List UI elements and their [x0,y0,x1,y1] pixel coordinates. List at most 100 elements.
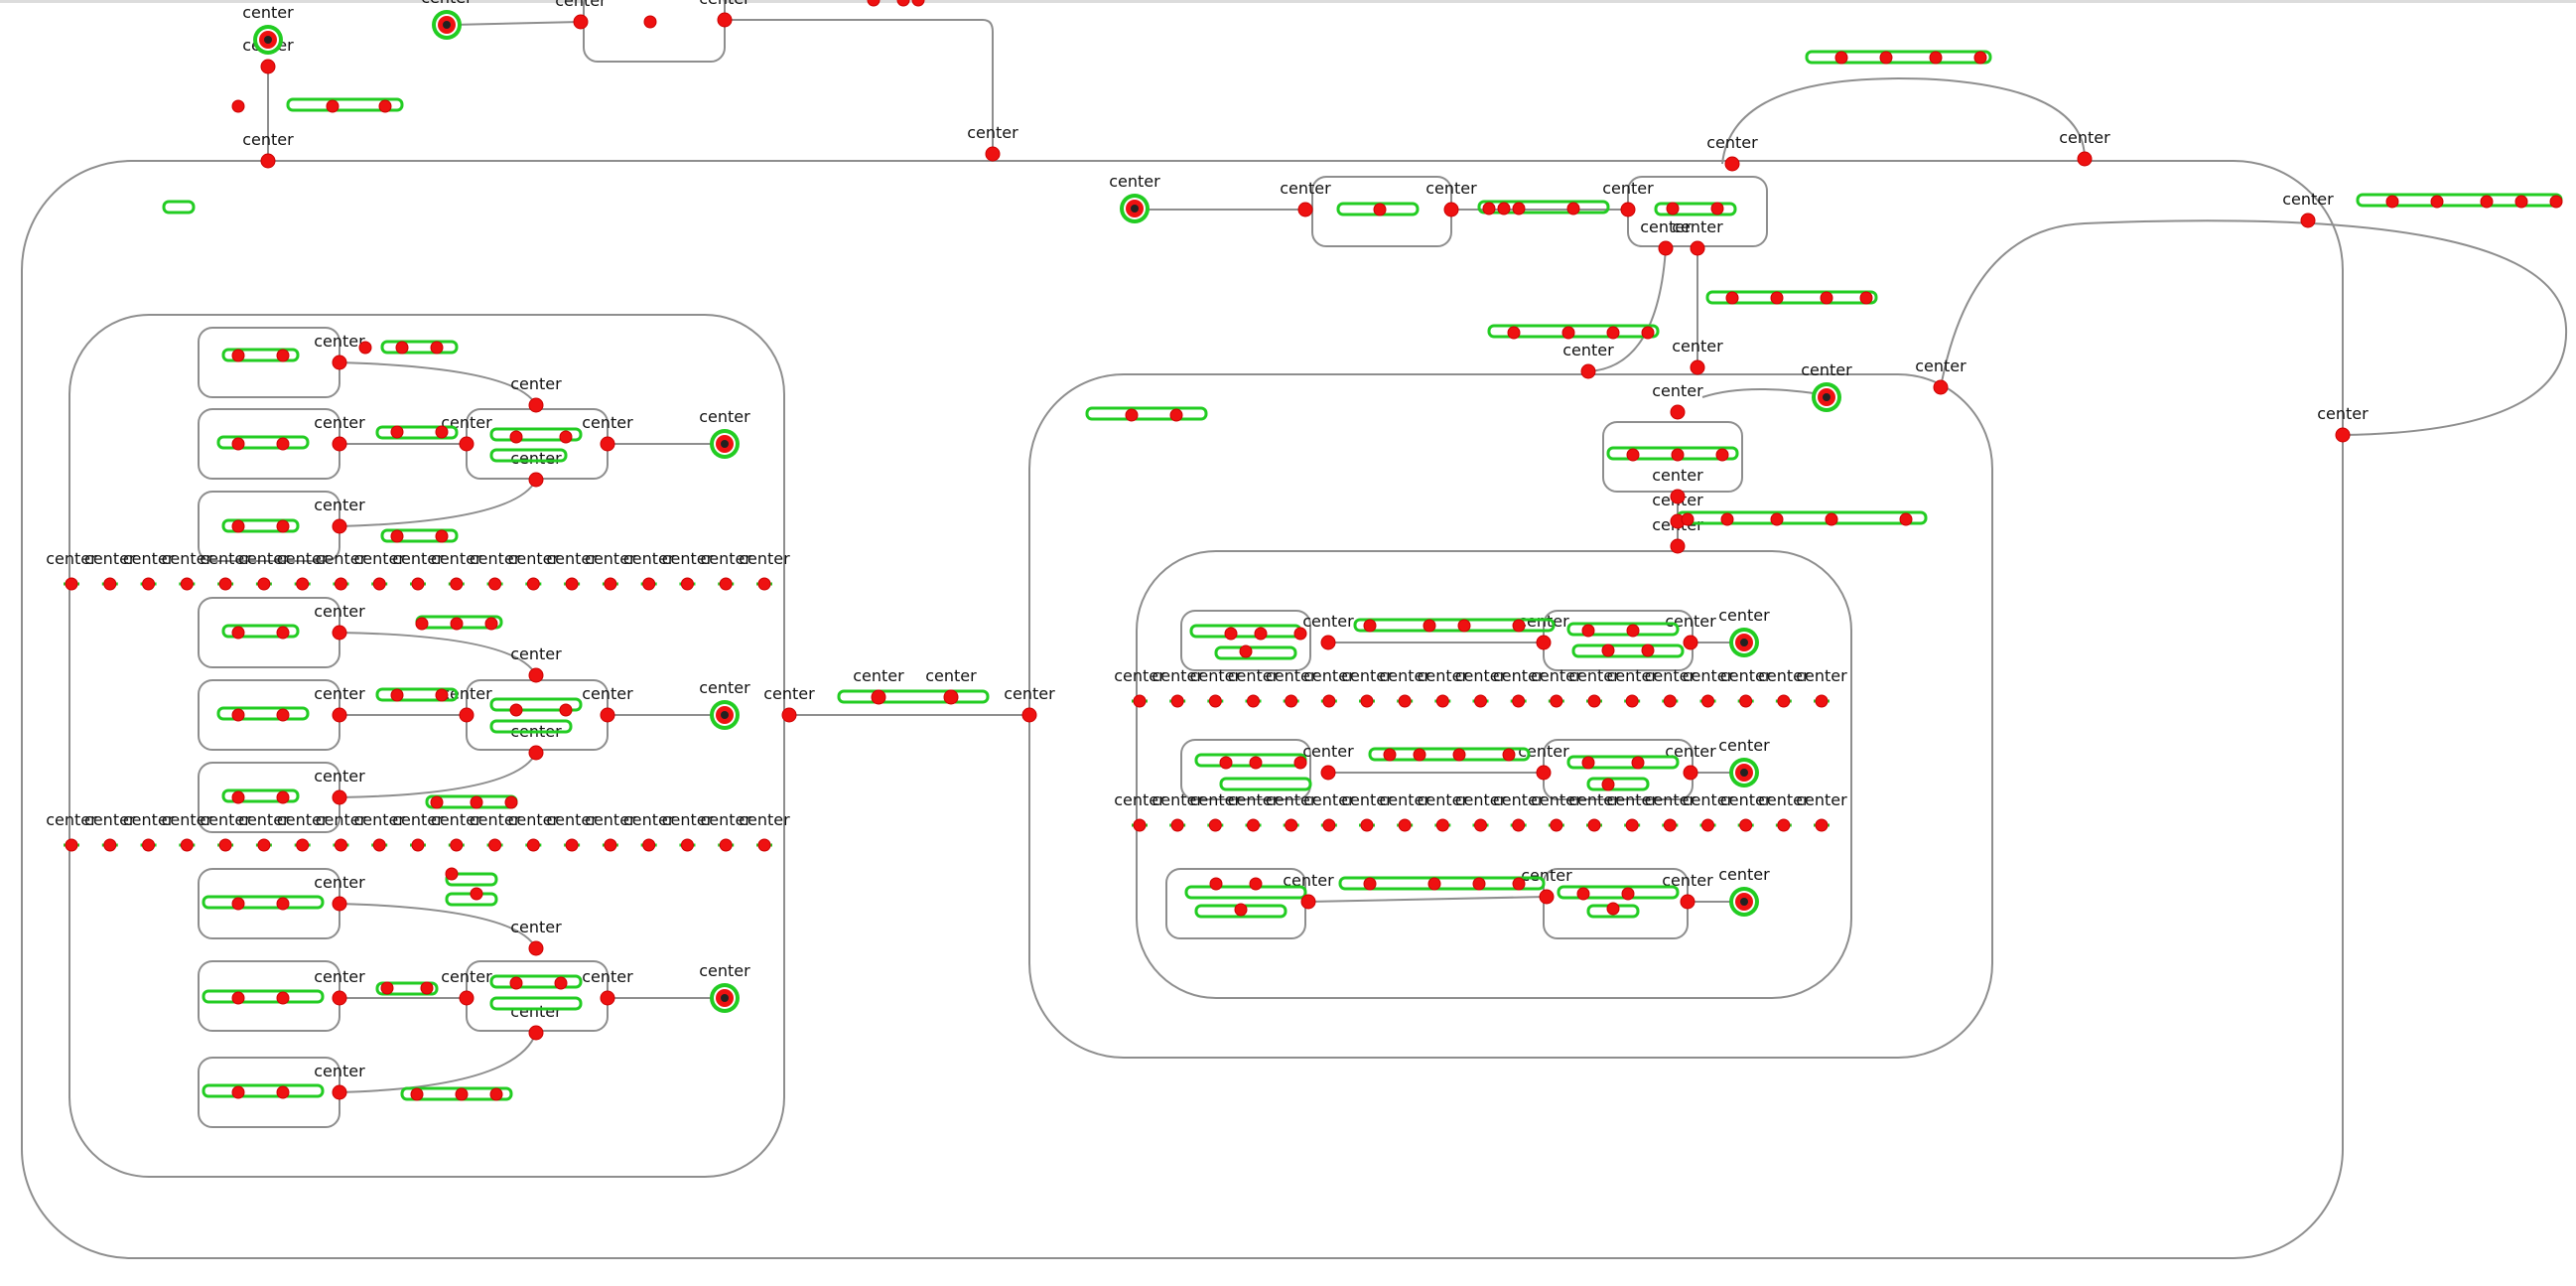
red-pin-icon [1512,818,1526,832]
point-label: center [277,810,329,829]
red-pin-icon [1297,202,1313,217]
point-label: center [162,549,213,568]
red-pin-icon [1879,51,1893,65]
point-label: center [1915,357,1966,375]
point-label: center [1562,341,1614,359]
red-pin-icon [1512,694,1526,708]
point-label: center [84,810,136,829]
red-pin-icon [1658,240,1674,256]
red-pin-icon [528,1025,544,1041]
red-pin-icon [1133,818,1147,832]
red-pin-icon [1363,877,1377,891]
point-label: center [510,1002,562,1021]
point-label: center [1302,742,1354,761]
point-label: center [1706,133,1758,152]
red-pin-icon [719,838,733,852]
final-state-icon [253,25,283,55]
red-pin-icon [1224,627,1238,641]
left-region [68,314,785,1178]
label-blob [1214,645,1297,660]
transition-edge [725,19,994,154]
point-label: center [1228,790,1280,809]
red-pin-icon [296,577,310,591]
red-pin-icon [1512,877,1526,891]
red-pin-icon [257,838,271,852]
red-pin-icon [2385,195,2399,209]
point-label: center [1493,790,1545,809]
red-pin-icon [1625,694,1639,708]
point-label: center [510,918,562,936]
red-pin-icon [1601,778,1615,791]
red-pin-icon [528,745,544,761]
red-pin-icon [260,59,276,74]
red-pin-icon [943,689,959,705]
red-pin-icon [488,838,502,852]
red-pin-icon [332,1084,347,1100]
label-blob [1477,200,1610,214]
point-label: center [510,374,562,393]
red-pin-icon [332,707,347,723]
red-pin-icon [459,436,475,452]
red-pin-icon [1820,291,1833,305]
red-pin-icon [435,529,449,543]
label-blob [1338,876,1546,891]
red-pin-icon [2480,195,2494,209]
final-state-icon [710,429,740,459]
red-pin-icon [1320,765,1336,781]
red-pin-icon [1690,240,1705,256]
red-pin-icon [372,577,386,591]
point-label: center [699,678,750,697]
red-pin-icon [218,577,232,591]
red-pin-icon [2549,195,2563,209]
final-state-icon [710,983,740,1013]
red-pin-icon [1725,291,1739,305]
red-pin-icon [554,976,568,990]
red-pin-icon [526,577,540,591]
label-blob [216,706,310,721]
red-pin-icon [450,617,464,631]
point-label: center [314,767,365,786]
transition-edge [339,632,537,676]
point-label: center [1152,666,1203,685]
red-pin-icon [390,529,404,543]
red-pin-icon [642,577,656,591]
red-pin-icon [1670,538,1686,554]
label-blob [489,974,583,989]
red-pin-icon [276,437,290,451]
red-pin-icon [1631,756,1645,770]
transition-edge [1940,219,2568,436]
point-label: center [392,549,444,568]
red-pin-icon [231,519,245,533]
red-pin-icon [380,981,394,995]
red-pin-icon [332,625,347,641]
point-label: center [1418,666,1469,685]
transition-edge [451,21,582,26]
point-label: center [314,602,365,621]
state-box [1180,610,1311,671]
point-label: center [1266,666,1317,685]
point-label: center [1266,790,1317,809]
red-pin-icon [1457,619,1471,633]
point-label: center [1568,666,1620,685]
red-pin-icon [231,708,245,722]
final-state-icon [1729,887,1759,917]
red-pin-icon [1621,887,1635,901]
point-label: center [623,549,675,568]
transition-edge [1701,388,1828,398]
transition-edge [1587,247,1667,372]
red-pin-icon [1512,202,1526,215]
point-label: center [1645,666,1696,685]
region-layer [21,160,2344,1259]
point-label: center [277,549,329,568]
window-top-edge [0,0,2576,3]
red-pin-icon [1413,748,1426,762]
red-pin-icon [65,838,78,852]
point-label: center [2282,190,2334,209]
transition-edge [339,479,537,527]
red-pin-icon [1219,756,1233,770]
point-label: center [353,549,405,568]
red-pin-icon [680,577,694,591]
red-pin-icon [717,12,733,28]
red-pin-icon [1300,894,1316,910]
label-blob [1219,777,1312,791]
